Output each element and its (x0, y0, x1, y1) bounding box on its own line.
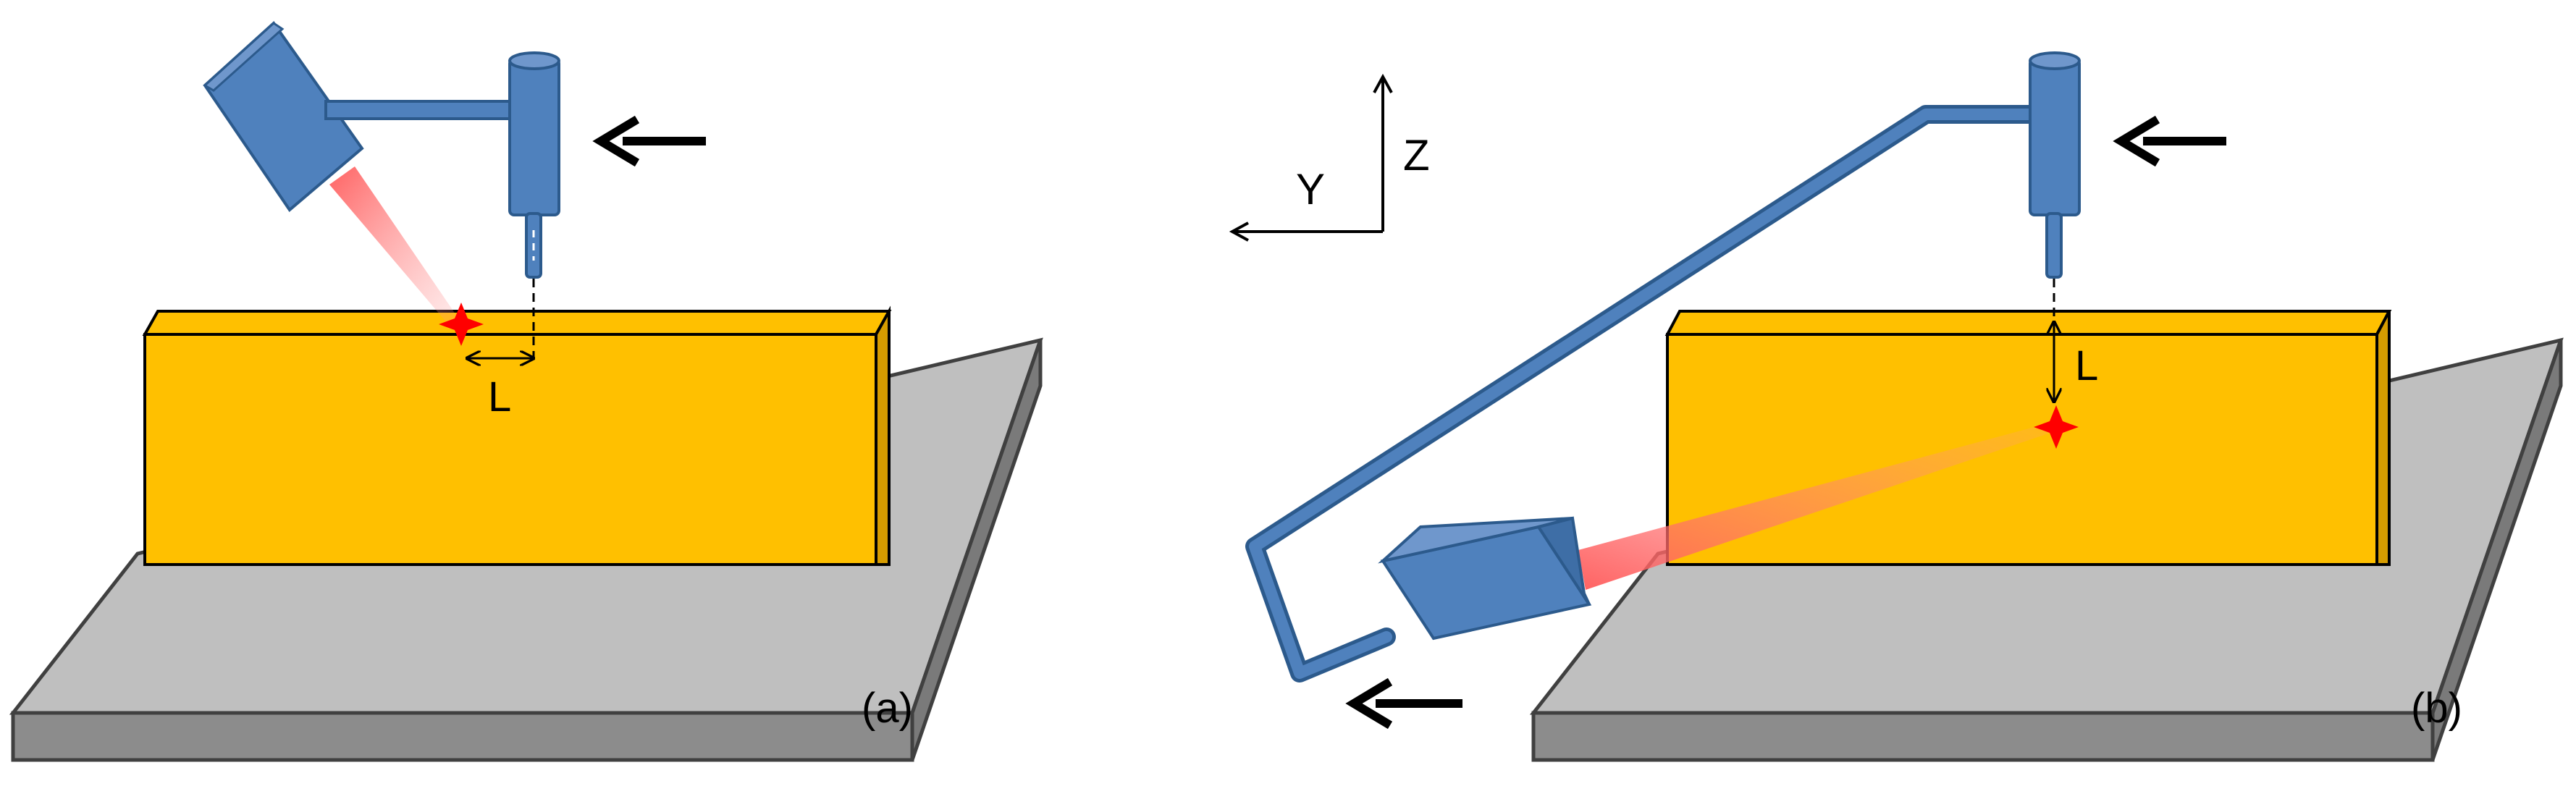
laser-beam (1578, 423, 2055, 590)
motion-arrow-icon (2113, 115, 2226, 167)
workpiece-block (142, 305, 892, 566)
laser-spot-icon (2034, 405, 2079, 449)
panel-b: L (b) (1245, 51, 2564, 762)
panel-a-caption: (a) (862, 685, 913, 732)
laser-sensor-icon (203, 21, 364, 212)
motion-arrow-icon (592, 115, 706, 167)
workpiece-block (1664, 310, 2392, 566)
laser-spot-icon (439, 303, 484, 346)
panel-b-caption: (b) (2411, 685, 2462, 732)
z-axis-label: Z (1403, 131, 1430, 179)
tool-spindle-icon (508, 51, 560, 279)
tool-spindle-icon (2029, 51, 2081, 279)
sensor-arm (324, 100, 517, 120)
laser-sensor-icon (1378, 516, 1592, 641)
offset-label: L (2075, 342, 2098, 389)
motion-arrow-icon (1345, 677, 1462, 730)
panel-a: L (a) (9, 21, 1043, 762)
sensor-arm-highlight (1249, 109, 2046, 679)
axes-indicator: Y Z (1229, 73, 1430, 242)
laser-beam (329, 166, 463, 329)
offset-label: L (488, 373, 511, 421)
y-axis-label: Y (1296, 165, 1325, 214)
